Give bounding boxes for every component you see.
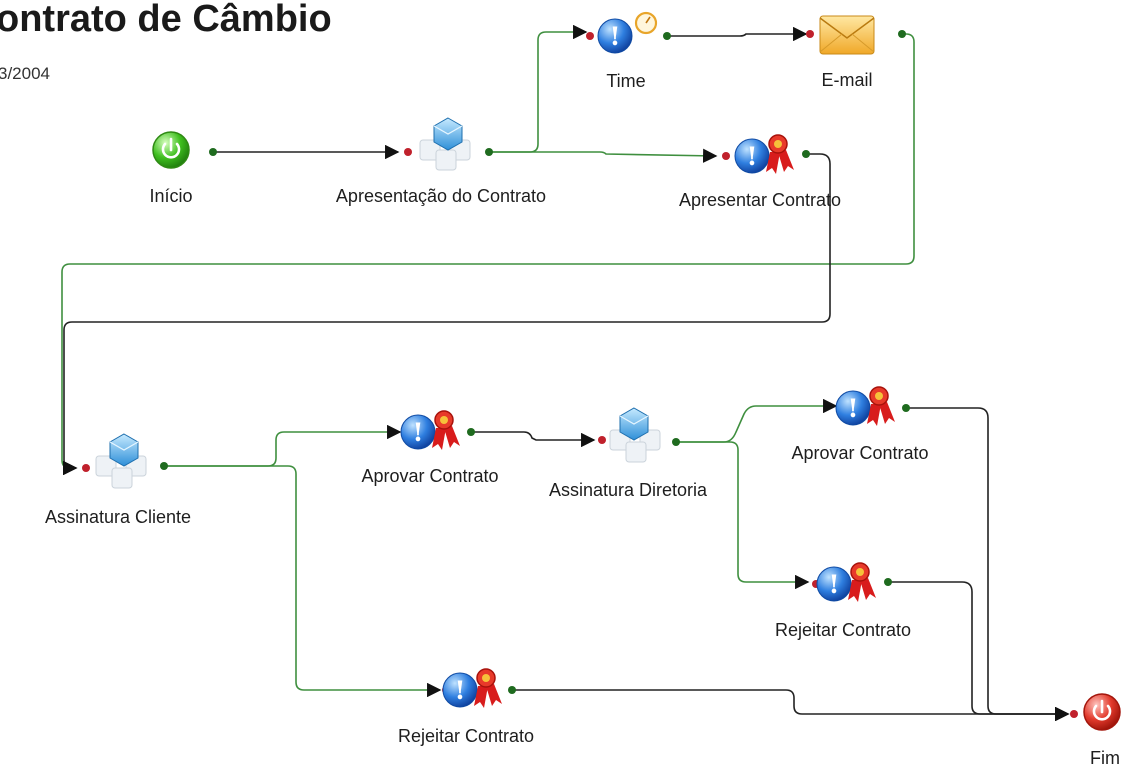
edge-time-email (667, 26, 808, 42)
edge-cliente-aprovar (164, 424, 402, 467)
task-cubes-icon (95, 433, 147, 489)
info-ribbon-icon: ! (816, 562, 876, 602)
out-port[interactable] (902, 404, 910, 412)
label-email: E-mail (821, 70, 873, 90)
node-apresentar[interactable]: ! (722, 134, 810, 174)
edge-email-assinatura-cliente (61, 33, 915, 476)
label-apresentar: Apresentar Contrato (678, 190, 842, 210)
task-cubes-icon (419, 117, 471, 171)
info-ribbon-icon: ! (442, 668, 502, 708)
edge-rejeitar2-fim (888, 581, 1070, 722)
svg-text:!: ! (455, 676, 466, 705)
out-port[interactable] (672, 438, 680, 446)
edge-apresentar-assinatura-cliente (63, 153, 831, 476)
in-port[interactable] (586, 32, 594, 40)
node-time[interactable]: ! (586, 11, 671, 54)
edge-diretoria-aprovar2 (676, 398, 838, 443)
node-inicio[interactable] (152, 131, 217, 169)
edge-cliente-rejeitar (164, 465, 442, 698)
node-aprovar-2[interactable]: ! (835, 386, 910, 426)
task-cubes-icon (609, 407, 661, 463)
out-port[interactable] (663, 32, 671, 40)
svg-text:!: ! (848, 394, 859, 423)
label-assinatura-diretoria: Assinatura Diretoria (548, 480, 708, 500)
node-email[interactable] (806, 15, 906, 55)
in-port[interactable] (82, 464, 90, 472)
diagram-title: ontrato de Câmbio (0, 0, 332, 40)
in-port[interactable] (598, 436, 606, 444)
in-port[interactable] (404, 148, 412, 156)
svg-text:!: ! (610, 22, 621, 51)
label-aprovar-1: Aprovar Contrato (361, 466, 499, 486)
out-port[interactable] (209, 148, 217, 156)
node-aprovar-1[interactable]: ! (400, 410, 475, 450)
out-port[interactable] (467, 428, 475, 436)
in-port[interactable] (722, 152, 730, 160)
edge-rejeitar1-fim (512, 689, 1070, 722)
label-time: Time (606, 71, 646, 91)
label-fim: Fim (1090, 748, 1120, 768)
edge-aprovar-diretoria (471, 431, 596, 448)
out-port[interactable] (802, 150, 810, 158)
label-inicio: Início (149, 186, 193, 206)
svg-text:!: ! (747, 142, 758, 171)
edge-aprovar2-fim (906, 407, 1070, 722)
out-port[interactable] (884, 578, 892, 586)
info-ribbon-icon: ! (835, 386, 895, 426)
timer-info-icon: ! (597, 11, 658, 54)
label-apresentacao: Apresentação do Contrato (335, 186, 547, 206)
end-power-icon (1083, 693, 1121, 731)
node-assinatura-cliente[interactable] (82, 433, 168, 489)
info-ribbon-icon: ! (734, 134, 794, 174)
node-apresentacao[interactable] (404, 117, 493, 171)
edge-diretoria-rejeitar2 (676, 441, 810, 590)
label-assinatura-cliente: Assinatura Cliente (44, 507, 192, 527)
edge-apresentacao-time (489, 24, 588, 153)
start-power-icon (152, 131, 190, 169)
info-ribbon-icon: ! (400, 410, 460, 450)
svg-text:!: ! (413, 418, 424, 447)
edge-apresentacao-apresentar (489, 148, 718, 163)
out-port[interactable] (160, 462, 168, 470)
label-rejeitar-2: Rejeitar Contrato (774, 620, 912, 640)
node-rejeitar-1[interactable]: ! (442, 668, 516, 708)
diagram-date: 3/2004 (0, 64, 50, 83)
node-fim[interactable] (1070, 693, 1121, 731)
svg-text:!: ! (829, 570, 840, 599)
out-port[interactable] (485, 148, 493, 156)
node-assinatura-diretoria[interactable] (598, 407, 680, 463)
label-rejeitar-1: Rejeitar Contrato (397, 726, 535, 746)
in-port[interactable] (806, 30, 814, 38)
label-aprovar-2: Aprovar Contrato (791, 443, 929, 463)
out-port[interactable] (898, 30, 906, 38)
out-port[interactable] (508, 686, 516, 694)
envelope-icon (819, 15, 875, 55)
in-port[interactable] (1070, 710, 1078, 718)
node-rejeitar-2[interactable]: ! (812, 562, 892, 602)
